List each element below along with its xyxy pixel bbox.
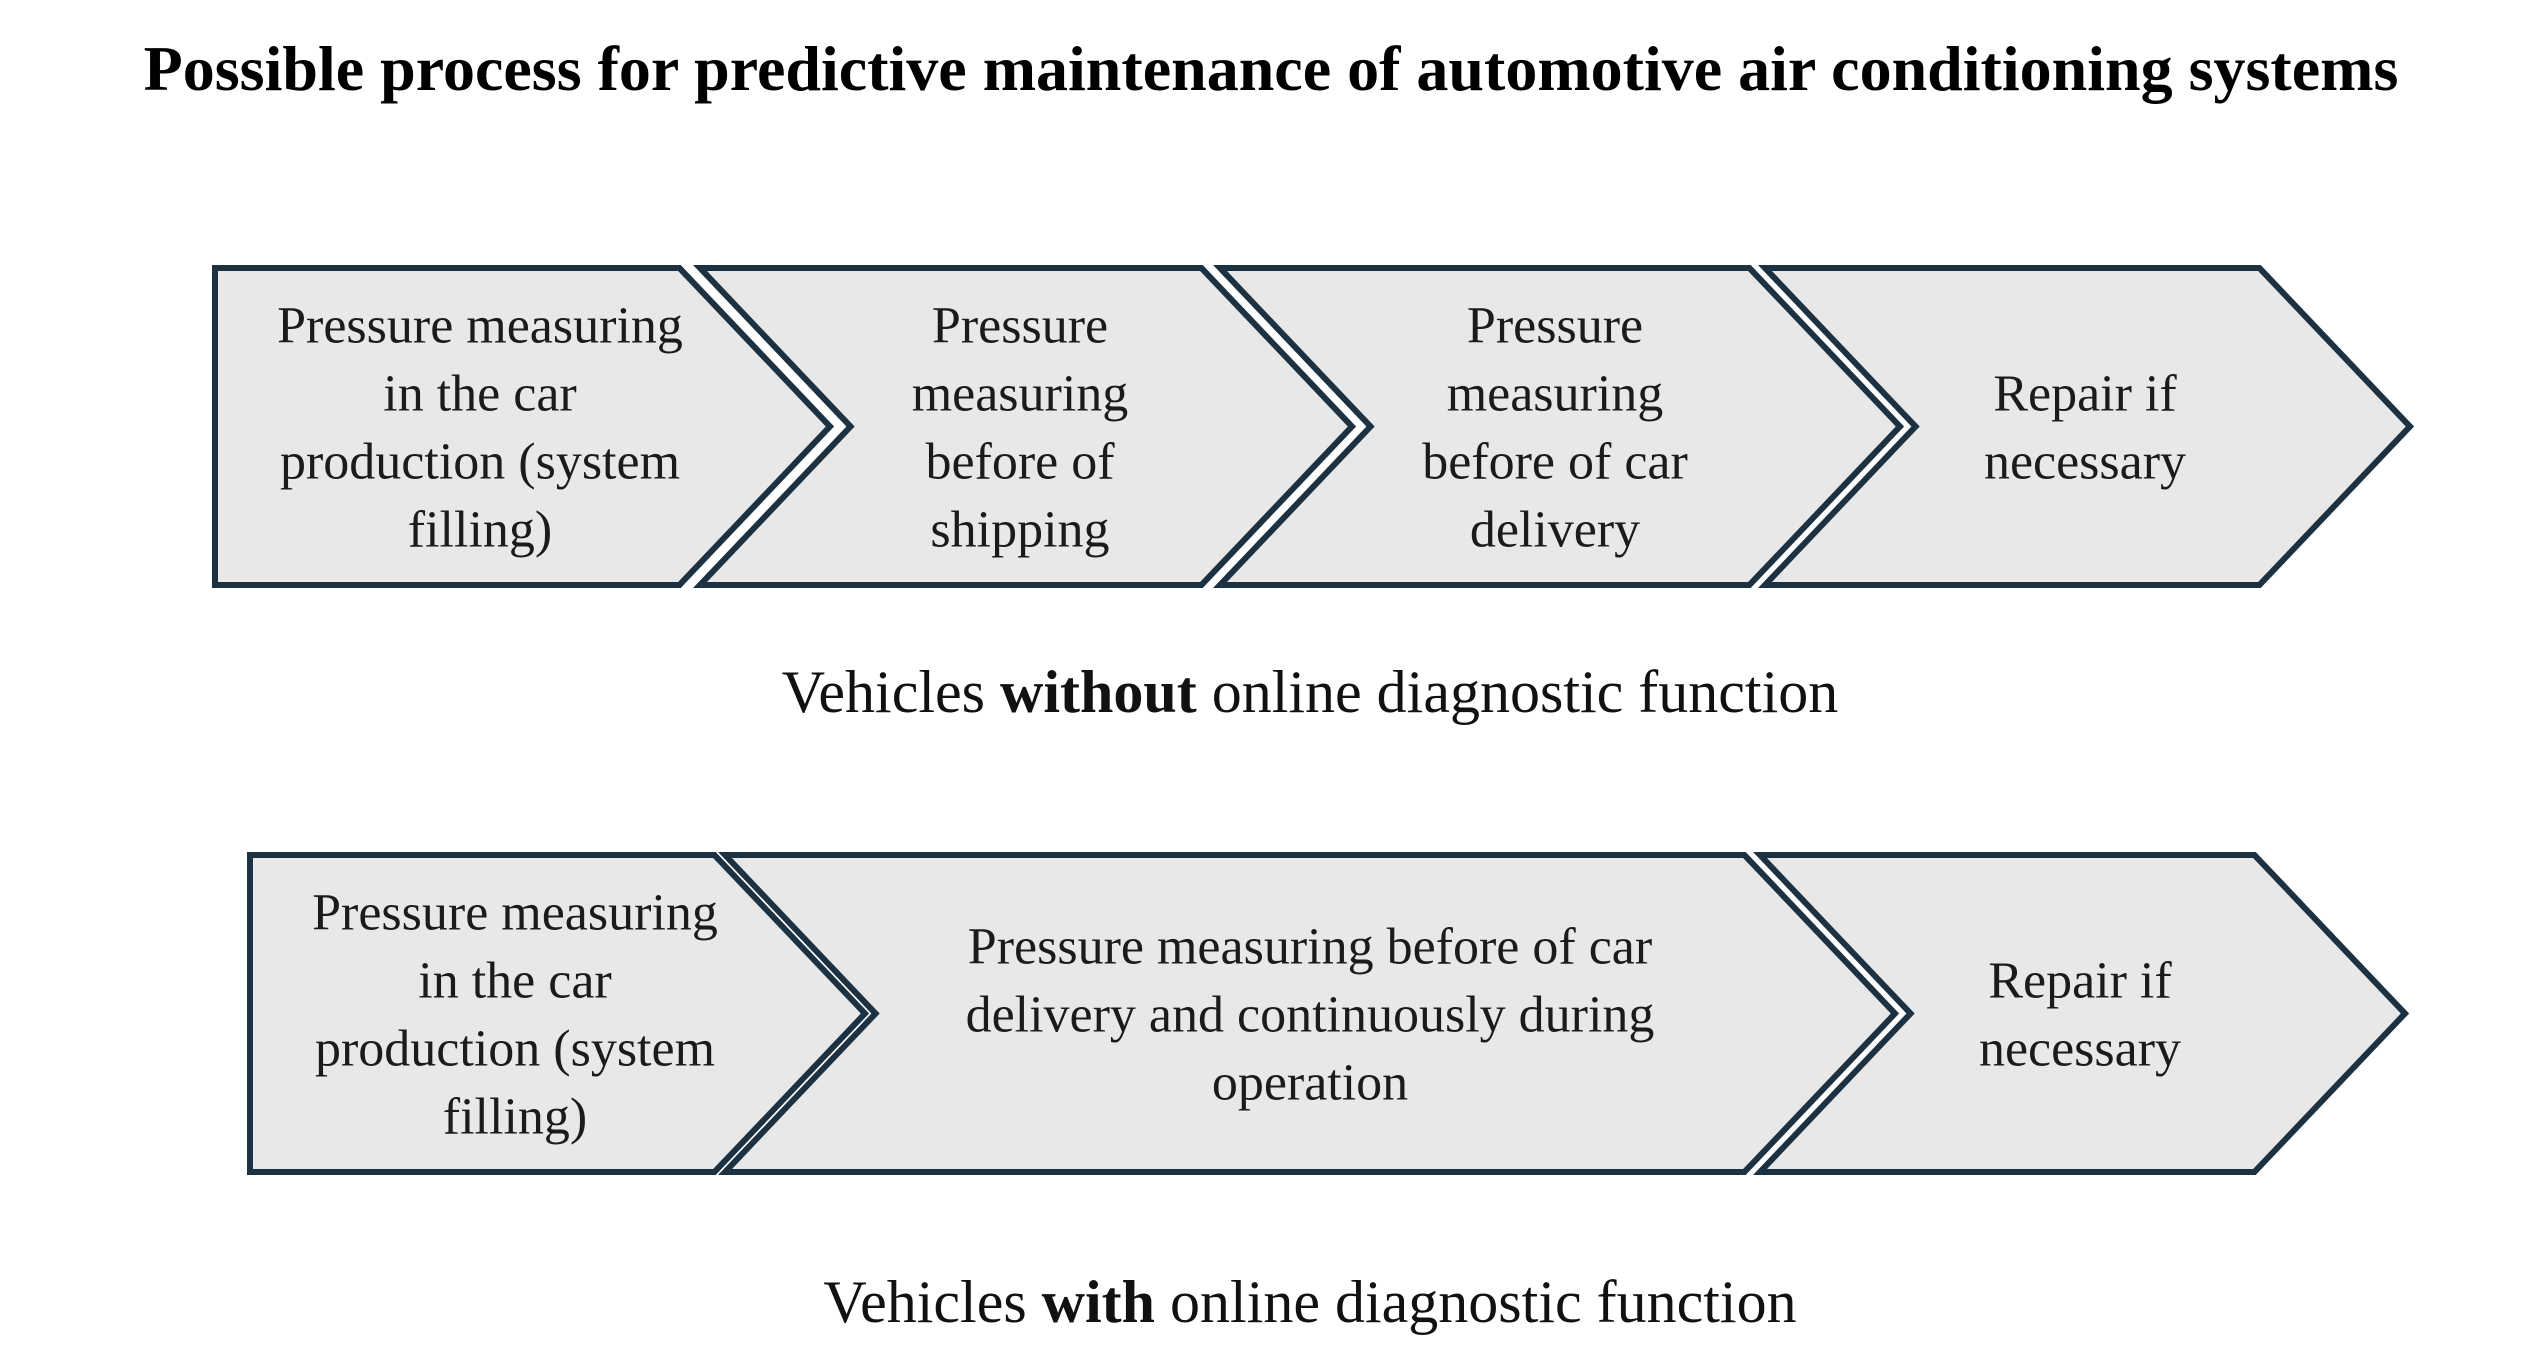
- step-label-line: in the car: [418, 953, 611, 1010]
- step-label-line: production (system: [280, 434, 680, 491]
- step-label-line: filling): [443, 1089, 587, 1146]
- step-label-line: before of: [925, 434, 1115, 491]
- step-label: Pressure measuring before of car delivery: [1422, 298, 1688, 559]
- chevron-step-shape: [693, 265, 1357, 588]
- caption-emphasis: with: [1042, 1269, 1155, 1335]
- caption-text: online diagnostic function: [1197, 659, 1839, 725]
- row-captions: Vehicles without online diagnostic funct…: [782, 659, 1839, 1335]
- step-label: Repair if necessary: [1984, 366, 2186, 491]
- step-label: Pressure measuring in the car production (…: [277, 298, 683, 559]
- caption-emphasis: without: [1000, 659, 1197, 725]
- step-label-line: filling): [408, 502, 552, 559]
- step-label: Repair if necessary: [1979, 953, 2181, 1078]
- caption-text: online diagnostic function: [1155, 1269, 1797, 1335]
- step-label-line: Pressure measuring: [312, 885, 718, 942]
- step-label-line: necessary: [1979, 1021, 2181, 1078]
- step-label: Pressure measuring before of shipping: [912, 298, 1129, 559]
- step-label-line: delivery: [1470, 502, 1640, 559]
- chevron-step-shape: [212, 265, 835, 588]
- row-caption: Vehicles with online diagnostic function: [823, 1269, 1796, 1335]
- step-label-line: Repair if: [1993, 366, 2177, 423]
- step-label: Pressure measuring in the car production (…: [312, 885, 718, 1146]
- chevron-shapes: [212, 265, 2415, 1175]
- step-label-line: Pressure: [1467, 298, 1643, 355]
- chevron-step-shape: [1213, 265, 1905, 588]
- chevron-step-shape: [1758, 265, 2415, 588]
- caption-text: Vehicles: [823, 1269, 1041, 1335]
- chevron-step-shape: [247, 852, 870, 1175]
- step-label-line: before of car: [1422, 434, 1688, 491]
- row-caption: Vehicles without online diagnostic funct…: [782, 659, 1839, 725]
- step-label-line: shipping: [930, 502, 1109, 559]
- chevron-step-shape: [718, 852, 1900, 1175]
- step-labels: Pressure measuring in the car production (…: [277, 298, 2186, 1146]
- step-label-line: necessary: [1984, 434, 2186, 491]
- step-label-line: operation: [1212, 1055, 1408, 1112]
- step-label-line: measuring: [1447, 366, 1664, 423]
- step-label-line: Pressure measuring: [277, 298, 683, 355]
- step-label-line: Pressure: [932, 298, 1108, 355]
- step-label-line: measuring: [912, 366, 1129, 423]
- step-label-line: Repair if: [1988, 953, 2172, 1010]
- step-label: Pressure measuring before of car delivery…: [966, 919, 1655, 1112]
- chevron-step-shape: [1753, 852, 2410, 1175]
- caption-text: Vehicles: [782, 659, 1000, 725]
- step-label-line: in the car: [383, 366, 576, 423]
- diagram-title: Possible process for predictive maintena…: [144, 33, 2399, 104]
- step-label-line: Pressure measuring before of car: [968, 919, 1652, 976]
- step-label-line: delivery and continuously during: [966, 987, 1655, 1044]
- step-label-line: production (system: [315, 1021, 715, 1078]
